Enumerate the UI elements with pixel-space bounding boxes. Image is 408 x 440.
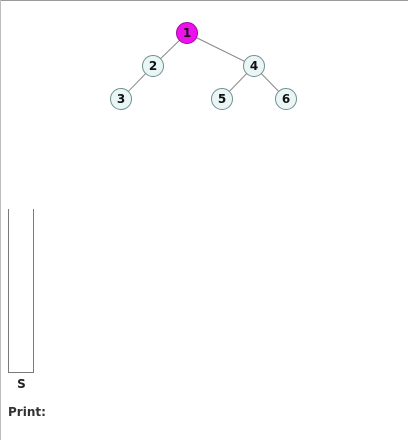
left-border: [0, 0, 1, 440]
tree-node-4: 4: [243, 55, 265, 77]
tree-nodes: 1 2 4 3 5 6: [110, 22, 297, 110]
stack-s: [8, 209, 34, 373]
tree-node-circle-4: [243, 55, 265, 77]
tree-node-3: 3: [110, 88, 132, 110]
tree-node-circle-5: [211, 88, 233, 110]
tree-node-label-4: 4: [250, 59, 258, 73]
tree-node-6: 6: [275, 88, 297, 110]
tree-node-2: 2: [142, 55, 164, 77]
top-border: [0, 0, 408, 1]
tree-node-label-1: 1: [183, 26, 191, 40]
tree-node-label-5: 5: [218, 92, 226, 106]
tree-node-1: 1: [176, 22, 198, 44]
tree-edge-1-4: [186, 32, 255, 67]
binary-tree-diagram: 1 2 4 3 5 6: [110, 22, 297, 110]
tree-node-circle-3: [110, 88, 132, 110]
tree-node-circle-6: [275, 88, 297, 110]
tree-node-circle-1: [176, 22, 198, 44]
tree-node-circle-2: [142, 55, 164, 77]
tree-node-5: 5: [211, 88, 233, 110]
tree-node-label-6: 6: [282, 92, 290, 106]
tree-node-label-3: 3: [117, 92, 125, 106]
print-label-text: Print:: [8, 405, 46, 419]
stack-label: S: [17, 377, 26, 391]
tree-node-label-2: 2: [149, 59, 157, 73]
print-label: Print:: [8, 405, 46, 419]
